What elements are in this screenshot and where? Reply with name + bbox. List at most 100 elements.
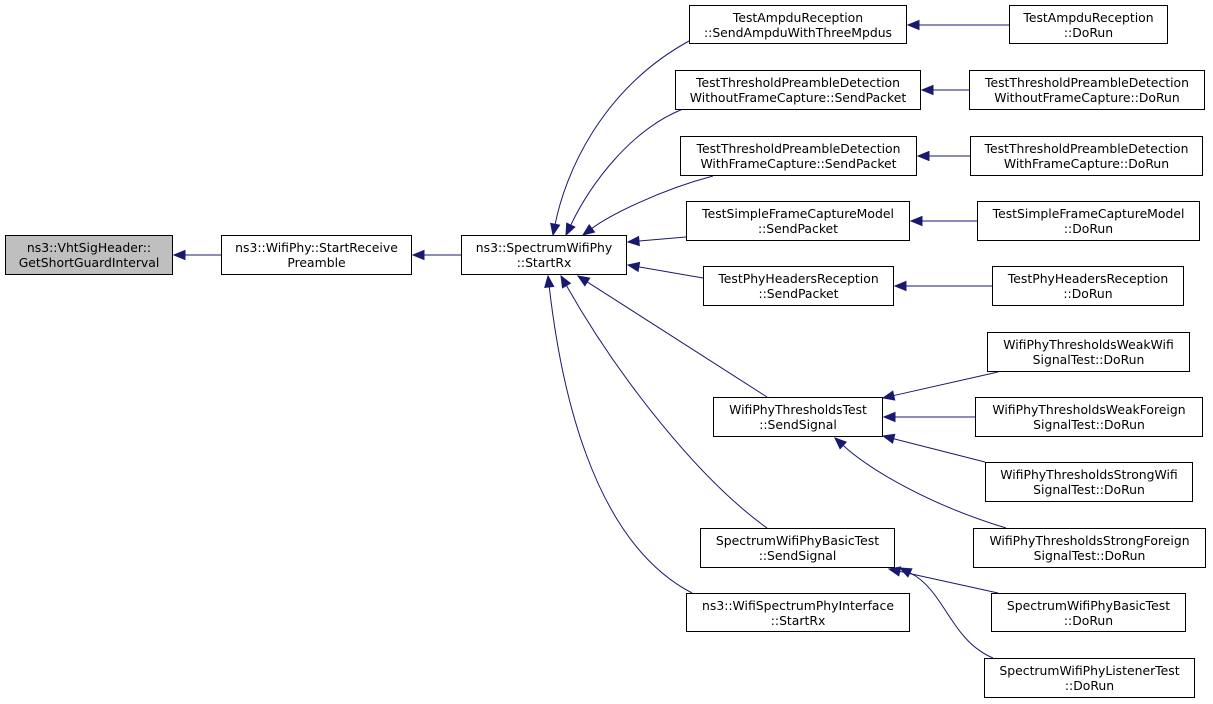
node-spectrumstartrx[interactable]: ns3::SpectrumWifiPhy::StartRx [461, 235, 627, 275]
node-interfacestartrx[interactable]: ns3::WifiSpectrumPhyInterface::StartRx [686, 593, 910, 632]
node-label-line: WithFrameCapture::DoRun [1003, 156, 1170, 171]
node-headerssend[interactable]: TestPhyHeadersReception::SendPacket [703, 266, 894, 306]
edge-line [586, 281, 768, 398]
arrowhead-icon [887, 566, 902, 577]
node-headersdorun[interactable]: TestPhyHeadersReception::DoRun [992, 266, 1184, 306]
node-listenerdorun[interactable]: SpectrumWifiPhyListenerTest::DoRun [984, 658, 1195, 698]
node-label-line: WifiPhyThresholdsTest [729, 402, 867, 417]
arrowhead-icon [411, 249, 425, 261]
node-label-line: ::DoRun [1063, 24, 1114, 40]
edge-line [570, 108, 684, 226]
edge-ampdusend-to-spectrumstartrx [550, 40, 690, 237]
node-label-line: TestAmpduReception [1023, 9, 1154, 25]
node-label-line: TestThresholdPreambleDetection [696, 141, 901, 156]
node-ampdudorun[interactable]: TestAmpduReception::DoRun [1009, 5, 1168, 44]
edge-headerssend-to-spectrumstartrx [626, 261, 704, 279]
node-label-line: WithoutFrameCapture::DoRun [994, 90, 1180, 105]
arrowhead-icon [881, 390, 896, 401]
edge-threshwithoutdorun-to-threshwithoutsend [920, 84, 969, 96]
edge-line [909, 572, 994, 659]
node-label-line: ::DoRun [1063, 286, 1113, 301]
edge-weakforeigndorun-to-thresholdstestsend [882, 411, 975, 423]
node-label-line: TestThresholdPreambleDetection [984, 141, 1189, 156]
node-label-line: ::SendSignal [758, 548, 837, 563]
edge-line [899, 570, 999, 594]
arrowhead-icon [906, 19, 920, 31]
edge-thresholdstestsend-to-spectrumstartrx [576, 275, 768, 398]
arrowhead-icon [626, 235, 640, 247]
node-basictestsend[interactable]: SpectrumWifiPhyBasicTest::SendSignal [700, 528, 895, 568]
arrowhead-icon [544, 274, 555, 289]
node-ampdusend[interactable]: TestAmpduReception::SendAmpduWithThreeMp… [689, 5, 907, 44]
arrowhead-icon [898, 567, 913, 578]
node-thresholdstestsend[interactable]: WifiPhyThresholdsTest::SendSignal [713, 397, 883, 437]
node-label-line: TestPhyHeadersReception [1007, 271, 1169, 286]
arrowhead-icon [565, 222, 576, 237]
node-basictestdorun[interactable]: SpectrumWifiPhyBasicTest::DoRun [991, 593, 1186, 632]
edge-line [548, 286, 693, 594]
arrowhead-icon [834, 437, 848, 450]
node-label-line: ::DoRun [1064, 678, 1115, 693]
node-vhtsig: ns3::VhtSigHeader::GetShortGuardInterval [5, 235, 173, 275]
edge-line [638, 266, 704, 279]
node-label-line: GetShortGuardInterval [18, 255, 160, 270]
arrowhead-icon [626, 261, 641, 273]
arrowhead-icon [893, 280, 907, 292]
node-label-line: SignalTest::DoRun [1033, 548, 1146, 563]
edge-weakwifidorun-to-thresholdstestsend [881, 371, 999, 401]
edge-line [638, 236, 687, 242]
arrowhead-icon [581, 223, 596, 236]
edge-line [893, 438, 986, 463]
edge-headersdorun-to-headerssend [893, 280, 992, 292]
edge-interfacestartrx-to-spectrumstartrx [544, 274, 693, 594]
node-label-line: Preamble [287, 255, 346, 270]
node-simplecapsend[interactable]: TestSimpleFrameCaptureModel::SendPacket [686, 201, 910, 241]
node-label-line: ns3::WifiSpectrumPhyInterface [702, 597, 894, 613]
node-label-line: SpectrumWifiPhyBasicTest [1006, 597, 1171, 613]
edge-threshwithoutsend-to-spectrumstartrx [565, 108, 684, 237]
node-simplecapdorun[interactable]: TestSimpleFrameCaptureModel::DoRun [977, 201, 1200, 241]
edge-strongwifidorun-to-thresholdstestsend [881, 433, 986, 463]
node-label-line: ::SendPacket [758, 286, 839, 301]
edge-threshwithdorun-to-threshwithsend [916, 150, 970, 162]
node-label-line: TestPhyHeadersReception [718, 271, 879, 286]
arrowhead-icon [920, 84, 934, 96]
node-label-line: SignalTest::DoRun [1032, 352, 1145, 367]
node-label-line: TestAmpduReception [732, 9, 864, 25]
node-label-line: WifiPhyThresholdsWeakWifi [1003, 337, 1174, 352]
node-label-line: TestSimpleFrameCaptureModel [702, 206, 894, 221]
node-label-line: ::SendPacket [757, 221, 839, 236]
node-label-line: SpectrumWifiPhyBasicTest [715, 533, 880, 548]
edge-startreceive-to-vhtsig [172, 249, 221, 261]
node-label-line: SignalTest::DoRun [1033, 482, 1145, 497]
node-label-line: ::StartRx [770, 612, 826, 628]
arrowhead-icon [172, 249, 186, 261]
edge-strongforeigndorun-to-thresholdstestsend [834, 437, 1007, 529]
node-label-line: ::DoRun [1063, 221, 1114, 236]
edge-line [565, 285, 768, 529]
edge-line [554, 40, 690, 225]
arrowhead-icon [576, 275, 591, 287]
node-label-line: WifiPhyThresholdsStrongForeign [989, 533, 1190, 548]
node-label-line: ns3::SpectrumWifiPhy [475, 240, 613, 255]
node-label-line: TestThresholdPreambleDetection [985, 75, 1189, 90]
node-label-line: TestSimpleFrameCaptureModel [992, 206, 1185, 221]
arrowhead-icon [909, 215, 923, 227]
arrowhead-icon [550, 222, 561, 237]
node-label-line: SpectrumWifiPhyListenerTest [999, 663, 1180, 678]
edge-threshwithsend-to-spectrumstartrx [581, 175, 714, 236]
node-label-line: TestThresholdPreambleDetection [696, 75, 900, 90]
edge-simplecapsend-to-spectrumstartrx [626, 235, 687, 247]
edge-simplecapdorun-to-simplecapsend [909, 215, 977, 227]
